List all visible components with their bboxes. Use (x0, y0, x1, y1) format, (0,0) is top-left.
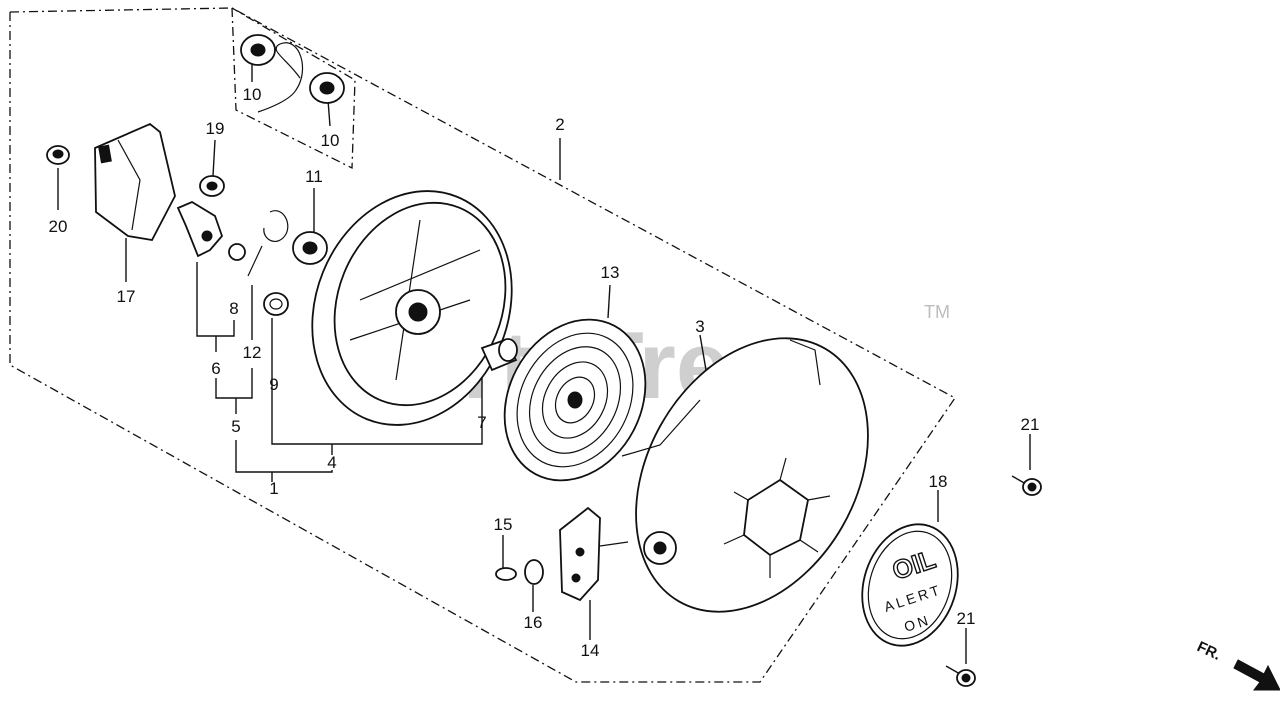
nut-20[interactable] (46, 145, 70, 165)
callout-19[interactable]: 19 (206, 119, 225, 138)
callout-13[interactable]: 13 (601, 263, 620, 282)
callout-10a[interactable]: 10 (243, 85, 262, 104)
pulley-4[interactable] (278, 161, 546, 455)
bolt-21b[interactable] (945, 665, 976, 687)
spring-12[interactable] (247, 210, 289, 277)
nut-19[interactable] (199, 175, 225, 197)
callout-6[interactable]: 6 (211, 359, 220, 378)
callout-16[interactable]: 16 (524, 613, 543, 632)
case-vent (723, 457, 831, 578)
callout-14[interactable]: 14 (581, 641, 600, 660)
callout-3[interactable]: 3 (695, 317, 704, 336)
callout-9[interactable]: 9 (269, 375, 278, 394)
callout-21a[interactable]: 21 (1021, 415, 1040, 434)
callout-18[interactable]: 18 (929, 472, 948, 491)
callout-8[interactable]: 8 (229, 299, 238, 318)
callout-7[interactable]: 7 (477, 413, 486, 432)
callout-2[interactable]: 2 (555, 115, 564, 134)
front-label: FR. (1194, 638, 1223, 664)
pin-15[interactable] (495, 567, 517, 581)
front-arrow-icon (1233, 659, 1280, 691)
callout-10b[interactable]: 10 (321, 131, 340, 150)
leader-lines (57, 55, 1031, 664)
callout-labels: 1 2 3 4 5 6 7 8 9 10 10 11 12 13 14 15 1… (49, 85, 1040, 660)
bolt-21a[interactable] (1011, 475, 1042, 496)
callout-4[interactable]: 4 (327, 453, 336, 472)
starter-case-3[interactable] (589, 297, 915, 654)
cover-17[interactable] (94, 122, 176, 241)
callout-15[interactable]: 15 (494, 515, 513, 534)
assembly-outline (9, 7, 956, 683)
washer-10a[interactable] (240, 34, 276, 66)
front-direction-indicator: FR. (1194, 638, 1280, 691)
spring-clip[interactable] (257, 42, 304, 113)
washer-16[interactable] (524, 559, 544, 585)
callout-20[interactable]: 20 (49, 217, 68, 236)
plate-on-text: ON (902, 611, 933, 635)
grip-14[interactable] (559, 506, 629, 602)
pin-8[interactable] (228, 243, 246, 261)
watermark-tm: TM (924, 302, 950, 322)
washer-11[interactable] (292, 231, 328, 265)
collar-9[interactable] (263, 292, 289, 316)
callout-5[interactable]: 5 (231, 417, 240, 436)
bushing-7[interactable] (480, 338, 518, 372)
washer-10b[interactable] (309, 72, 345, 104)
callout-11[interactable]: 11 (305, 167, 323, 186)
spiral-spring-13[interactable] (477, 295, 672, 505)
callout-12[interactable]: 12 (243, 343, 262, 362)
ratchet-6[interactable] (176, 200, 224, 258)
callout-1[interactable]: 1 (269, 479, 278, 498)
callout-21b[interactable]: 21 (957, 609, 976, 628)
callout-17[interactable]: 17 (117, 287, 136, 306)
oil-alert-plate-18[interactable]: OIL ALERT ON (847, 512, 973, 658)
